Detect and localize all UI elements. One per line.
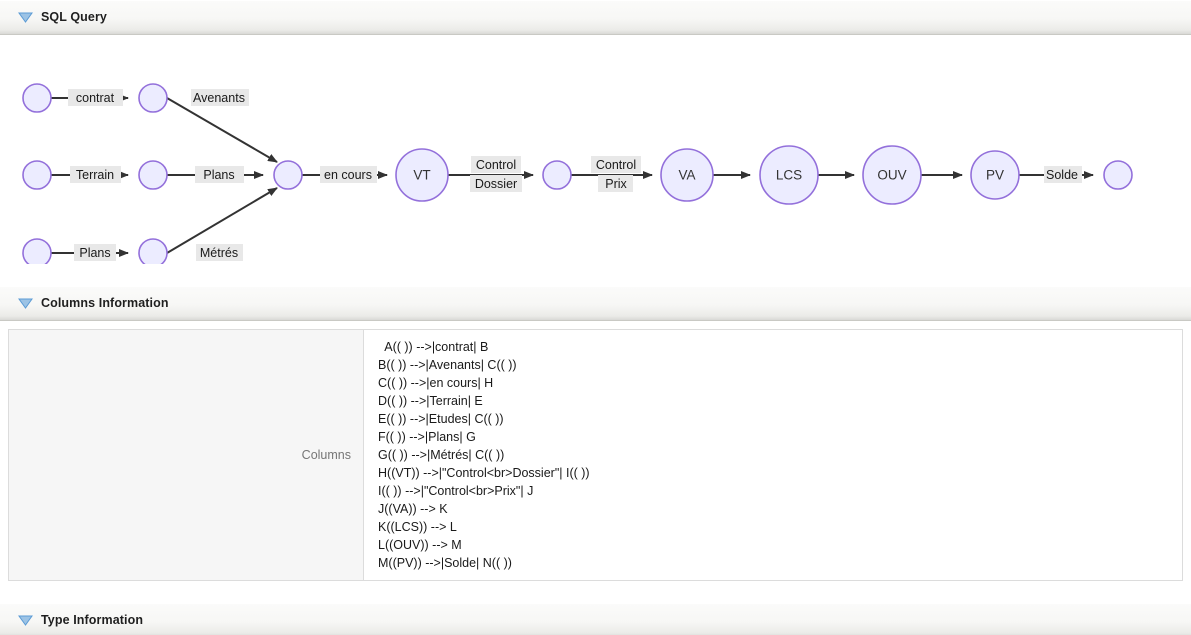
list-item: G(( )) -->|Métrés| C(( ))	[378, 448, 505, 462]
list-item: H((VT)) -->|"Control<br>Dossier"| I(( ))	[378, 466, 590, 480]
edge-label-avenants: Avenants	[193, 91, 245, 105]
node-f[interactable]	[22, 238, 52, 264]
node-pv-label: PV	[986, 168, 1004, 183]
flowchart-diagram: VT VA LCS OUV PV contrat Avenants	[0, 35, 1191, 264]
edge-label-bg-solde	[1044, 166, 1082, 183]
edge-label-control-prix-line1: Control	[596, 158, 636, 172]
list-item: M((PV)) -->|Solde| N(( ))	[378, 556, 512, 570]
sql-query-panel: SQL Query	[0, 0, 1191, 264]
type-information-panel-title: Type Information	[41, 613, 144, 628]
list-item: I(( )) -->|"Control<br>Prix"| J	[378, 484, 534, 498]
edge-label-control-dossier-line1: Control	[476, 158, 516, 172]
node-lcs-label: LCS	[776, 168, 802, 183]
columns-information-panel: Columns Information Columns A(( )) -->|c…	[0, 286, 1191, 581]
node-b[interactable]	[138, 83, 168, 113]
columns-information-panel-title: Columns Information	[41, 296, 169, 311]
type-information-panel: Type Information Type Properties LR	[0, 603, 1191, 635]
node-g[interactable]	[138, 238, 168, 264]
edge-label-bg-contrat	[68, 89, 123, 106]
edge-label-metres: Métrés	[200, 246, 238, 260]
chevron-down-icon[interactable]	[18, 12, 33, 23]
columns-information-panel-header[interactable]: Columns Information	[0, 286, 1191, 321]
node-ouv[interactable]	[862, 145, 922, 205]
edge-label-control-prix-line2: Prix	[605, 177, 627, 191]
node-e[interactable]	[138, 160, 168, 190]
edge-label-bg-etudes	[195, 166, 244, 183]
edge-label-bg-en-cours	[320, 166, 377, 183]
edge-label-bg-metres	[196, 244, 243, 261]
list-item: E(( )) -->|Etudes| C(( ))	[378, 412, 504, 426]
node-vt-label: VT	[413, 168, 430, 183]
edge-label-bg-control-dossier-2	[470, 175, 522, 192]
node-a[interactable]	[22, 83, 52, 113]
node-va[interactable]	[660, 148, 714, 202]
node-pv[interactable]	[970, 150, 1020, 200]
edge-label-terrain: Terrain	[76, 168, 114, 182]
node-ouv-label: OUV	[877, 168, 906, 183]
columns-row-value: A(( )) -->|contrat| B B(( )) -->|Avenant…	[363, 329, 1183, 581]
list-item: K((LCS)) --> L	[378, 520, 457, 534]
node-group: VT VA LCS OUV PV	[22, 83, 1133, 264]
list-item: F(( )) -->|Plans| G	[378, 430, 476, 444]
chevron-down-icon[interactable]	[18, 615, 33, 626]
edge-label-bg-control-dossier-1	[471, 156, 521, 173]
node-va-label: VA	[678, 168, 695, 183]
edge-label-en-cours: en cours	[324, 168, 372, 182]
node-lcs[interactable]	[759, 145, 819, 205]
edge-label-group: contrat Avenants Terrain Plans Plans Mét…	[68, 89, 1082, 261]
edge-label-contrat: contrat	[76, 91, 115, 105]
columns-mermaid-lines: A(( )) -->|contrat| B B(( )) -->|Avenant…	[378, 338, 1182, 572]
columns-row-label: Columns	[8, 329, 364, 581]
chevron-down-icon[interactable]	[18, 298, 33, 309]
list-item: D(( )) -->|Terrain| E	[378, 394, 483, 408]
list-item: L((OUV)) --> M	[378, 538, 462, 552]
edge-label-plans: Plans	[79, 246, 110, 260]
node-i[interactable]	[542, 160, 572, 190]
edge-label-bg-terrain	[70, 166, 121, 183]
columns-property-table: Columns A(( )) -->|contrat| B B(( )) -->…	[8, 329, 1183, 581]
list-item: J((VA)) --> K	[378, 502, 448, 516]
node-c[interactable]	[273, 160, 303, 190]
edge-label-solde: Solde	[1046, 168, 1078, 182]
node-vt[interactable]	[395, 148, 449, 202]
edge-label-bg-control-prix-1	[591, 156, 641, 173]
flowchart-svg: VT VA LCS OUV PV contrat Avenants	[22, 83, 1133, 264]
edge-g-c	[166, 187, 278, 254]
list-item: A(( )) -->|contrat| B	[378, 340, 489, 354]
panel-gap-2	[0, 581, 1191, 603]
node-n[interactable]	[1103, 160, 1133, 190]
panel-gap-1	[0, 264, 1191, 286]
edge-label-bg-control-prix-2	[598, 175, 633, 192]
node-d[interactable]	[22, 160, 52, 190]
edge-label-control-dossier-line2: Dossier	[475, 177, 517, 191]
list-item: B(( )) -->|Avenants| C(( ))	[378, 358, 517, 372]
type-information-panel-header[interactable]: Type Information	[0, 603, 1191, 635]
edge-label-etudes: Plans	[203, 168, 234, 182]
edge-label-bg-plans	[74, 244, 116, 261]
table-row: Columns A(( )) -->|contrat| B B(( )) -->…	[8, 329, 1183, 581]
sql-query-panel-title: SQL Query	[41, 10, 107, 25]
list-item: C(( )) -->|en cours| H	[378, 376, 494, 390]
edge-label-bg-avenants	[191, 89, 249, 106]
edge-b-c	[166, 97, 278, 163]
sql-query-panel-header[interactable]: SQL Query	[0, 0, 1191, 35]
